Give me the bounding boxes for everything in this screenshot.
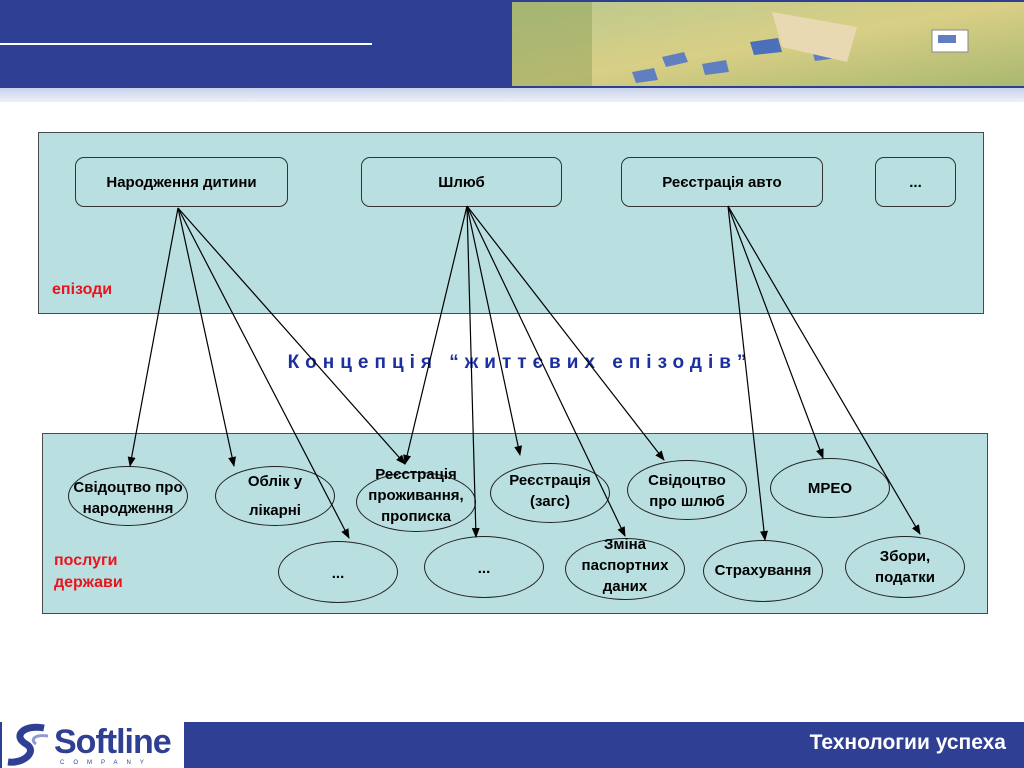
header-rule bbox=[0, 43, 372, 45]
connector-arrow bbox=[466, 205, 523, 456]
service-ellipse bbox=[490, 463, 610, 523]
connector-arrow bbox=[466, 205, 665, 461]
connector-arrow bbox=[727, 205, 824, 459]
logo-wordmark: Softline bbox=[54, 723, 172, 761]
episode-marriage: Шлюб bbox=[361, 157, 562, 207]
connector-arrow bbox=[127, 207, 179, 467]
connector-arrow bbox=[727, 205, 768, 541]
softline-logo: Softline COMPANY bbox=[2, 722, 184, 768]
episode-car-registration: Реєстрація авто bbox=[621, 157, 823, 207]
episode-label: ... bbox=[909, 173, 922, 191]
connector-arrow bbox=[403, 205, 468, 465]
connector-arrow bbox=[177, 207, 236, 467]
service-mreo: МРЕО bbox=[807, 480, 853, 497]
service-hospital-registration: Облік у лікарні bbox=[247, 473, 303, 519]
service-fees-taxes: Збори, податки bbox=[875, 548, 935, 586]
service-civil-registry: Реєстрація (загс) bbox=[509, 472, 591, 510]
service-ellipse bbox=[278, 541, 398, 603]
connector-arrow bbox=[727, 205, 921, 535]
service-ellipse bbox=[424, 536, 544, 598]
diagram-title: Концепція “життєвих епізодів” bbox=[287, 352, 753, 373]
header-photo bbox=[512, 2, 1024, 86]
episode-label: Шлюб bbox=[438, 173, 485, 191]
service-residence-registration: Реєстрація проживання, прописка bbox=[368, 466, 464, 525]
episode-label: Реєстрація авто bbox=[662, 173, 782, 191]
services-label: послуги держави bbox=[54, 552, 123, 591]
service-ellipse bbox=[215, 466, 335, 526]
episode-birth: Народження дитини bbox=[75, 157, 288, 207]
connector-arrow bbox=[177, 207, 406, 465]
service-ellipse bbox=[565, 538, 685, 600]
service-ellipse bbox=[845, 536, 965, 598]
episode-more: ... bbox=[875, 157, 956, 207]
connector-arrow bbox=[466, 205, 626, 537]
service-ellipse bbox=[627, 460, 747, 520]
footer-slogan: Технологии успеха bbox=[809, 731, 1006, 754]
service-ellipse bbox=[770, 458, 890, 518]
service-passport-change: Зміна паспортних даних bbox=[581, 536, 669, 595]
episode-label: Народження дитини bbox=[106, 173, 257, 191]
header-stripe bbox=[0, 88, 1024, 102]
service-more-1: ... bbox=[331, 565, 345, 582]
service-marriage-certificate: Свідоцтво про шлюб bbox=[648, 472, 726, 510]
logo-subtitle: COMPANY bbox=[60, 760, 153, 766]
connector-arrow bbox=[466, 205, 480, 538]
service-birth-certificate: Свідоцтво про народження bbox=[73, 479, 183, 517]
connector-arrow bbox=[177, 207, 350, 539]
service-more-2: ... bbox=[477, 560, 491, 577]
service-insurance: Страхування bbox=[714, 562, 812, 579]
episodes-label: епізоди bbox=[52, 281, 113, 298]
